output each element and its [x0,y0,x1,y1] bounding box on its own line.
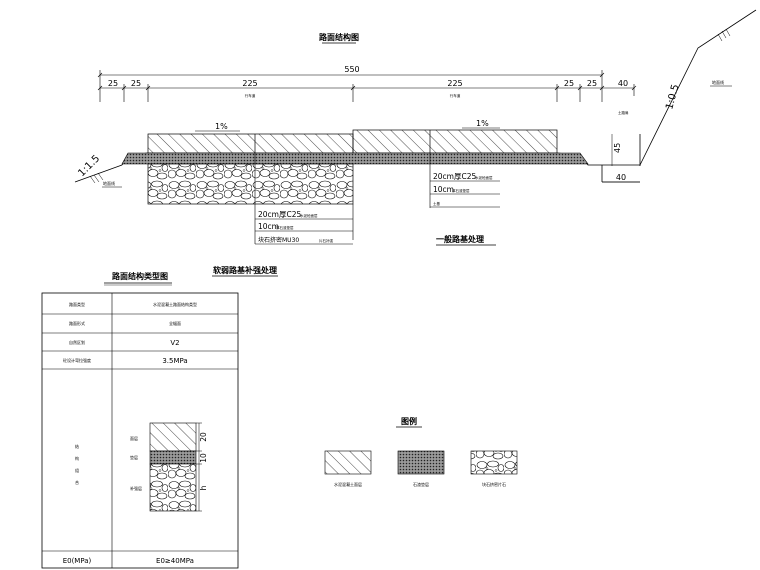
table-layer-base-label: 垫层 [130,454,138,460]
table-row-label: 砼设计弯拉强度 [63,357,91,363]
legend-swatch-stones [470,450,518,475]
cross-slope-right: 1% [476,119,489,128]
table-row-label: 路面类型 [69,301,85,307]
structure-table: 路面类型 水泥混凝土路面结构类型 路面形式 全幅面 自然区划 V2 砼设计弯拉强… [41,292,239,569]
dim-ditch-bottom: 40 [616,173,626,182]
dim-extra-width: 40 [618,79,628,88]
ground-line-left: 地面线 [103,180,115,186]
table-surface-layer [149,422,197,452]
legend-title: 图例 [401,416,417,426]
gravel-base-layer [121,152,589,165]
structure-label-char: 结 [75,443,79,449]
dim-left-lane: 225 [242,79,257,88]
lane-label-left: 行车道 [245,93,256,98]
structure-label-char: 构 [75,455,79,461]
cross-section-title: 路面结构图 [319,32,359,42]
general-layer3: 土基 [433,201,441,206]
lane-label-right: 行车道 [450,93,461,98]
table-dim-base: 10 [199,453,208,463]
table-base-layer [149,450,197,465]
general-layer2: 10cm [433,185,454,194]
table-layer-subbase-label: 补强层 [130,485,142,491]
cross-section: 路面结构图 550 25 25 225 [74,9,757,205]
structure-label-char: 合 [75,479,79,485]
general-layer1-note: 水泥砼面层 [475,175,493,180]
table-footer-label: E0(MPa) [63,557,92,565]
weak-layer1-note: 水泥砼面层 [300,213,318,218]
table-layer-surface-label: 面层 [130,435,138,441]
weak-layer1: 20cm厚C25 [258,210,301,219]
dim-right-outer: 25 [587,79,597,88]
legend: 图例 水泥混凝土面层 石渣垫层 块石挤密片石 [324,416,518,487]
legend-swatch-hatch [324,450,372,475]
general-foundation-callouts: 20cm厚C25 水泥砼面层 10cm 厚石渣垫层 土基 [429,153,500,208]
table-dim-subbase: h [199,485,208,490]
side-slope-left: 1:1.5 [76,153,102,179]
dim-right-lane: 225 [447,79,462,88]
side-slope-right: 1:0.5 [664,83,681,111]
table-row-value: 全幅面 [169,320,181,326]
structure-label-char: 组 [75,467,79,473]
weak-layer3: 块石挤密MU30 [258,236,299,244]
dim-ditch-depth: 45 [613,143,622,153]
surface-right-slab [352,129,558,154]
cross-slope-left: 1% [215,122,228,131]
weak-foundation-callouts: 20cm厚C25 水泥砼面层 10cm 厚石渣垫层 块石挤密MU30 片石补强 [254,153,354,245]
earth-shoulder-label: 土路肩 [618,110,629,115]
ground-line-right: 地面线 [712,79,724,85]
table-row-value: V2 [170,339,179,347]
general-foundation-title: 一般路基处理 [436,234,484,244]
weak-foundation-title: 软弱路基补强处理 [213,265,277,275]
weak-layer2-note: 厚石渣垫层 [276,225,294,230]
table-dim-surface: 20 [199,432,208,442]
legend-label: 块石挤密片石 [482,481,506,487]
ground-hatch-marks [89,28,731,184]
weak-layer2: 10cm [258,222,279,231]
weak-layer3-note: 片石补强 [319,238,333,243]
legend-label: 石渣垫层 [413,481,429,487]
dim-left-inner: 25 [131,79,141,88]
table-subbase-layer [149,463,197,512]
dim-left-outer: 25 [108,79,118,88]
legend-swatch-dots [397,450,445,475]
dimension-lines [97,70,637,102]
legend-label: 水泥混凝土面层 [334,481,362,487]
table-row-label: 路面形式 [69,320,85,326]
table-row-label: 自然区划 [69,339,85,345]
stone-reinforcement-layer [147,163,354,205]
table-row-value: 3.5MPa [162,357,187,365]
table-row-value: 水泥混凝土路面结构类型 [153,301,197,307]
surface-left-slab [147,133,354,154]
table-footer-value: E0≥40MPa [156,557,194,565]
general-layer1: 20cm厚C25 [433,172,476,181]
general-layer2-note: 厚石渣垫层 [452,188,470,193]
dim-right-inner: 25 [564,79,574,88]
structure-table-title: 路面结构类型图 [112,271,168,281]
dim-total: 550 [344,65,359,74]
